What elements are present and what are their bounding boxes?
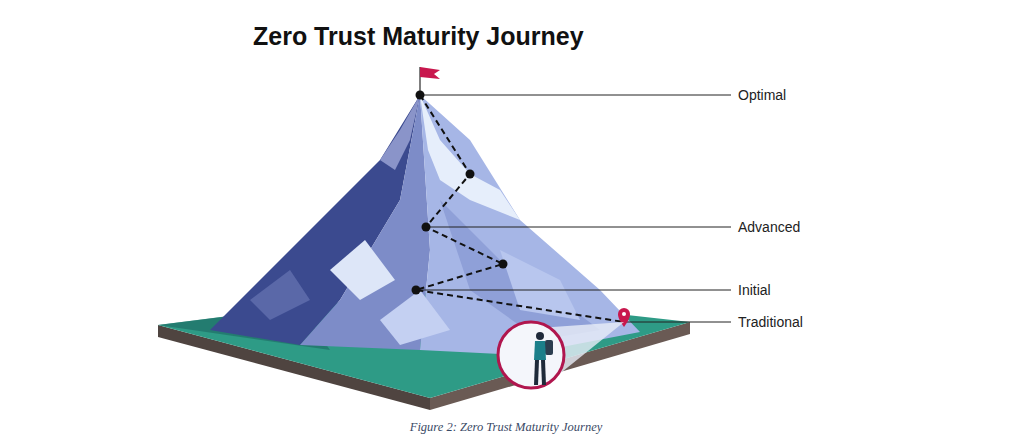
maturity-level-label: Advanced (738, 219, 800, 235)
diagram-title: Zero Trust Maturity Journey (253, 22, 584, 51)
figure-caption: Figure 2: Zero Trust Maturity Journey (410, 420, 602, 435)
maturity-level-label: Optimal (738, 87, 786, 103)
maturity-level-label: Initial (738, 282, 771, 298)
maturity-level-label: Traditional (738, 314, 803, 330)
